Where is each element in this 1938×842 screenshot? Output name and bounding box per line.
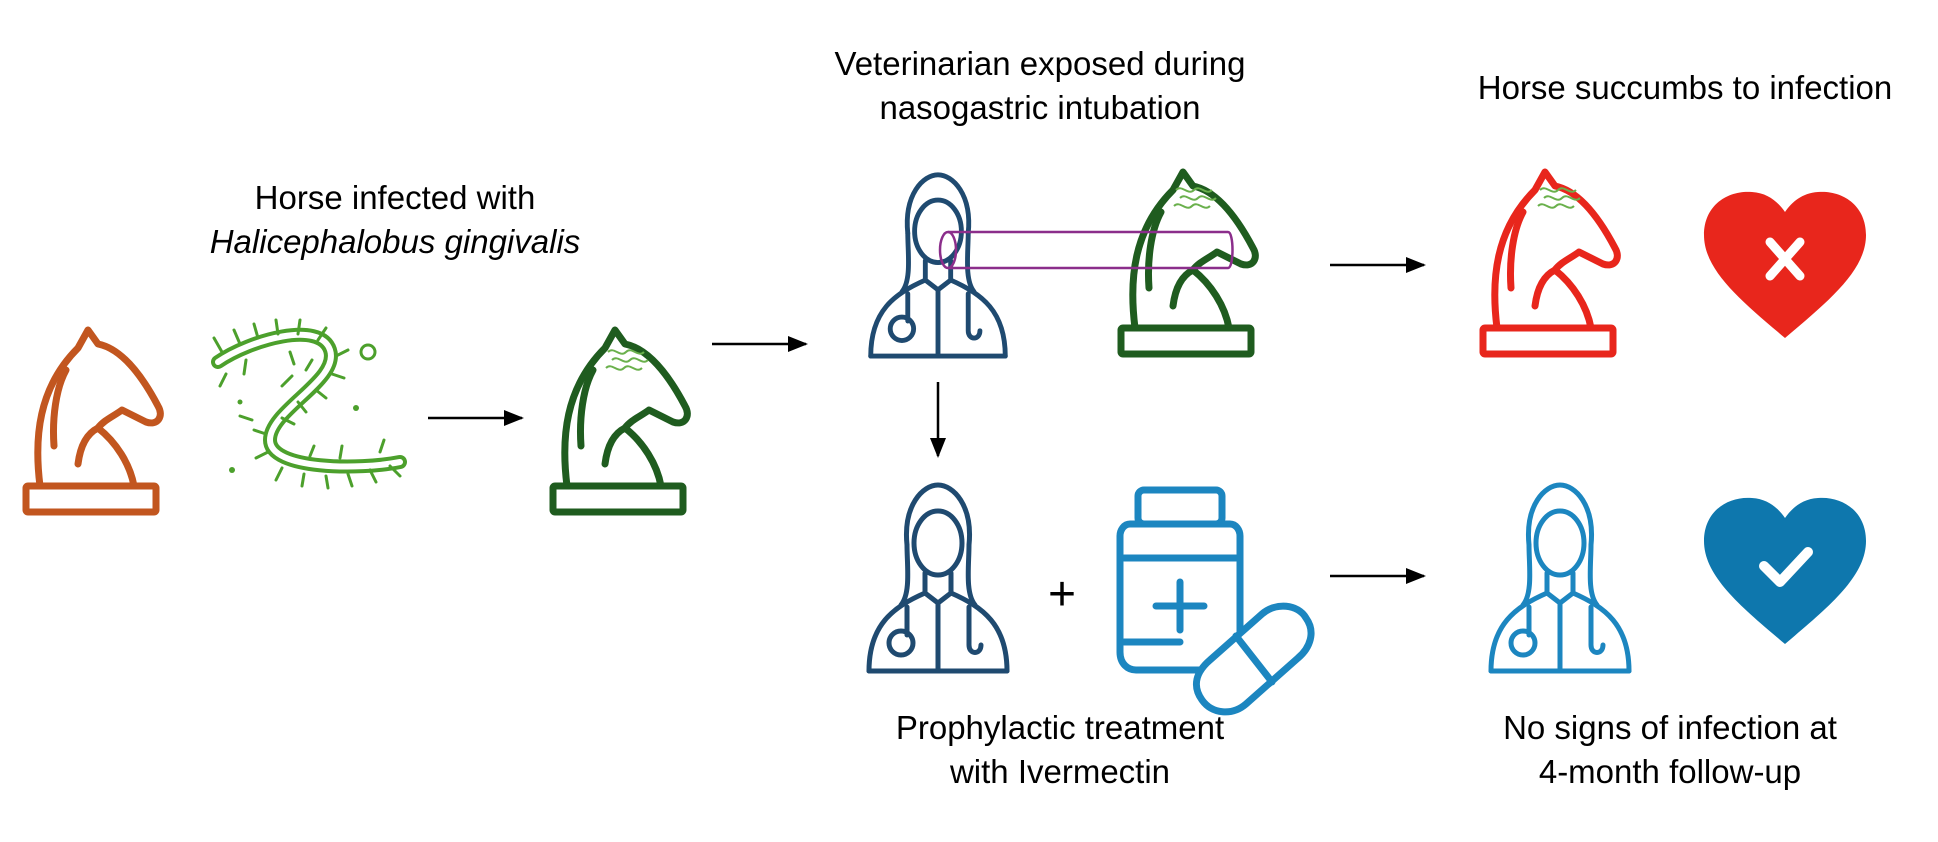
label-treatment-line1: Prophylactic treatment (895, 709, 1225, 746)
orange-horse-icon (26, 330, 160, 512)
label-horse-infected-line2: Halicephalobus gingivalis (209, 223, 581, 260)
label-horse-succumbs-text: Horse succumbs to infection (1477, 69, 1893, 106)
broken-heart-icon (1704, 191, 1866, 338)
label-outcome-line2: 4-month follow-up (1538, 753, 1802, 790)
green-horse-icon (1121, 172, 1255, 354)
label-vet-exposed-line2: nasogastric intubation (879, 89, 1201, 126)
label-no-infection-outcome: No signs of infection at 4-month follow-… (1440, 706, 1900, 794)
red-horse-icon (1483, 172, 1617, 354)
check-heart-icon (1704, 497, 1866, 644)
worm-cluster-icon (1173, 187, 1217, 209)
pill-icon (1192, 602, 1315, 716)
worm-icon (211, 318, 407, 490)
veterinarian-icon (871, 175, 1006, 356)
plus-sign: + (1048, 568, 1076, 621)
label-horse-infected-line1: Horse infected with (254, 179, 536, 216)
tube-icon (938, 230, 1234, 270)
label-vet-exposed-line1: Veterinarian exposed during (834, 45, 1246, 82)
label-treatment-line2: with Ivermectin (949, 753, 1171, 790)
label-prophylactic-treatment: Prophylactic treatment with Ivermectin (830, 706, 1290, 794)
veterinarian-icon (869, 485, 1007, 671)
worm-cluster-icon (1537, 187, 1581, 209)
green-horse-icon (553, 330, 687, 512)
label-vet-exposed: Veterinarian exposed during nasogastric … (790, 42, 1290, 130)
medicine-bottle-icon (1116, 486, 1244, 674)
label-outcome-line1: No signs of infection at (1503, 709, 1837, 746)
label-horse-infected: Horse infected with Halicephalobus gingi… (170, 176, 620, 264)
healthy-veterinarian-icon (1491, 485, 1629, 671)
label-horse-succumbs: Horse succumbs to infection (1440, 66, 1930, 110)
worm-cluster-icon (605, 349, 649, 371)
